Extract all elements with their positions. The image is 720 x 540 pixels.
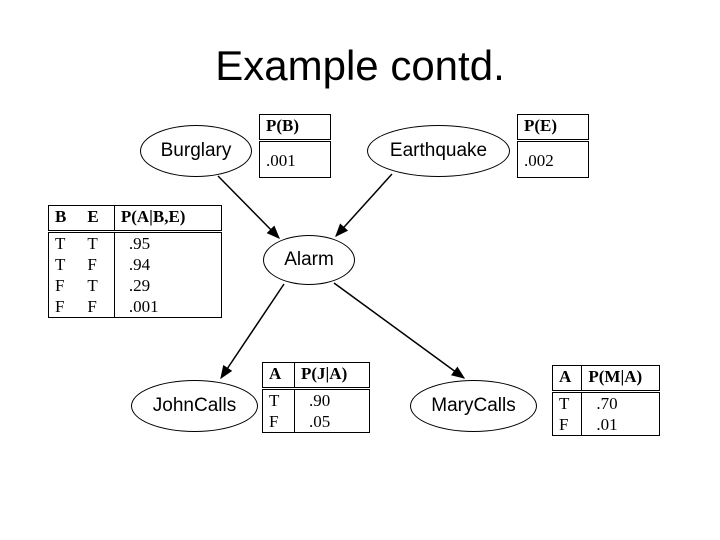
cpt-burglary-value: .001	[266, 151, 296, 170]
cpt-marycalls-col-p: .70 .01	[581, 391, 660, 436]
cpt-alarm-header-p: P(A|B,E)	[113, 205, 222, 233]
cpt-johncalls-col-p: .90 .05	[294, 388, 370, 433]
edge-alarm-marycalls	[333, 282, 466, 379]
cpt-alarm-col-e: T F T F	[81, 232, 114, 318]
cpt-alarm-header-e: E	[81, 205, 115, 233]
cpt-alarm-cell: F	[55, 276, 65, 295]
slide-title: Example contd.	[215, 42, 505, 89]
node-johncalls-label: JohnCalls	[152, 395, 237, 416]
cpt-marycalls: A P(M|A) T F .70 .01	[552, 365, 660, 436]
cpt-marycalls-cell: T	[559, 394, 570, 413]
cpt-alarm-cell: T	[55, 255, 66, 274]
cpt-johncalls-header-a: A	[262, 362, 295, 390]
node-johncalls: JohnCalls	[131, 380, 258, 432]
cpt-earthquake-value: .002	[524, 151, 554, 170]
cpt-alarm: B E P(A|B,E) T T F F T F T F .95 .94 .29…	[48, 205, 222, 318]
cpt-alarm-col-b: T T F F	[49, 232, 82, 318]
node-earthquake: Earthquake	[367, 125, 510, 177]
edge-burglary-alarm	[217, 175, 280, 239]
cpt-alarm-cell: T	[55, 234, 66, 253]
cpt-burglary: P(B) .001	[259, 114, 331, 178]
cpt-marycalls-cell: F	[559, 415, 569, 434]
node-alarm-label: Alarm	[284, 249, 334, 270]
cpt-marycalls-cell: .01	[596, 415, 618, 434]
cpt-alarm-col-p: .95 .94 .29 .001	[113, 231, 222, 318]
cpt-alarm-cell: .94	[128, 255, 151, 274]
cpt-earthquake: P(E) .002	[517, 114, 589, 178]
cpt-alarm-cell: T	[87, 234, 98, 253]
cpt-alarm-cell: .29	[128, 276, 151, 295]
cpt-johncalls-header-p: P(J|A)	[294, 362, 370, 390]
cpt-marycalls-header-a: A	[552, 365, 582, 393]
cpt-alarm-cell: .95	[128, 234, 151, 253]
node-marycalls: MaryCalls	[410, 380, 537, 432]
cpt-marycalls-header-p: P(M|A)	[581, 365, 660, 393]
cpt-johncalls-cell: T	[269, 391, 280, 410]
edge-earthquake-alarm	[335, 173, 393, 238]
cpt-alarm-cell: F	[87, 297, 97, 316]
cpt-johncalls-col-a: T F	[263, 389, 295, 433]
cpt-marycalls-cell: .70	[596, 394, 618, 413]
cpt-alarm-cell: F	[55, 297, 65, 316]
cpt-johncalls-cell: F	[269, 412, 279, 431]
cpt-burglary-header: P(B)	[259, 114, 331, 142]
cpt-alarm-cell: .001	[128, 297, 159, 316]
node-marycalls-label: MaryCalls	[431, 395, 516, 416]
cpt-alarm-header-b: B	[48, 205, 82, 233]
cpt-johncalls: A P(J|A) T F .90 .05	[262, 362, 370, 433]
cpt-johncalls-cell: .05	[309, 412, 331, 431]
edge-alarm-johncalls	[220, 283, 285, 380]
node-burglary-label: Burglary	[160, 140, 232, 161]
cpt-johncalls-cell: .90	[309, 391, 331, 410]
node-alarm: Alarm	[263, 235, 355, 285]
cpt-earthquake-header: P(E)	[517, 114, 589, 142]
cpt-marycalls-col-a: T F	[553, 392, 582, 436]
cpt-alarm-cell: T	[87, 276, 98, 295]
cpt-alarm-cell: F	[87, 255, 97, 274]
node-burglary: Burglary	[140, 125, 252, 177]
node-earthquake-label: Earthquake	[389, 140, 488, 161]
